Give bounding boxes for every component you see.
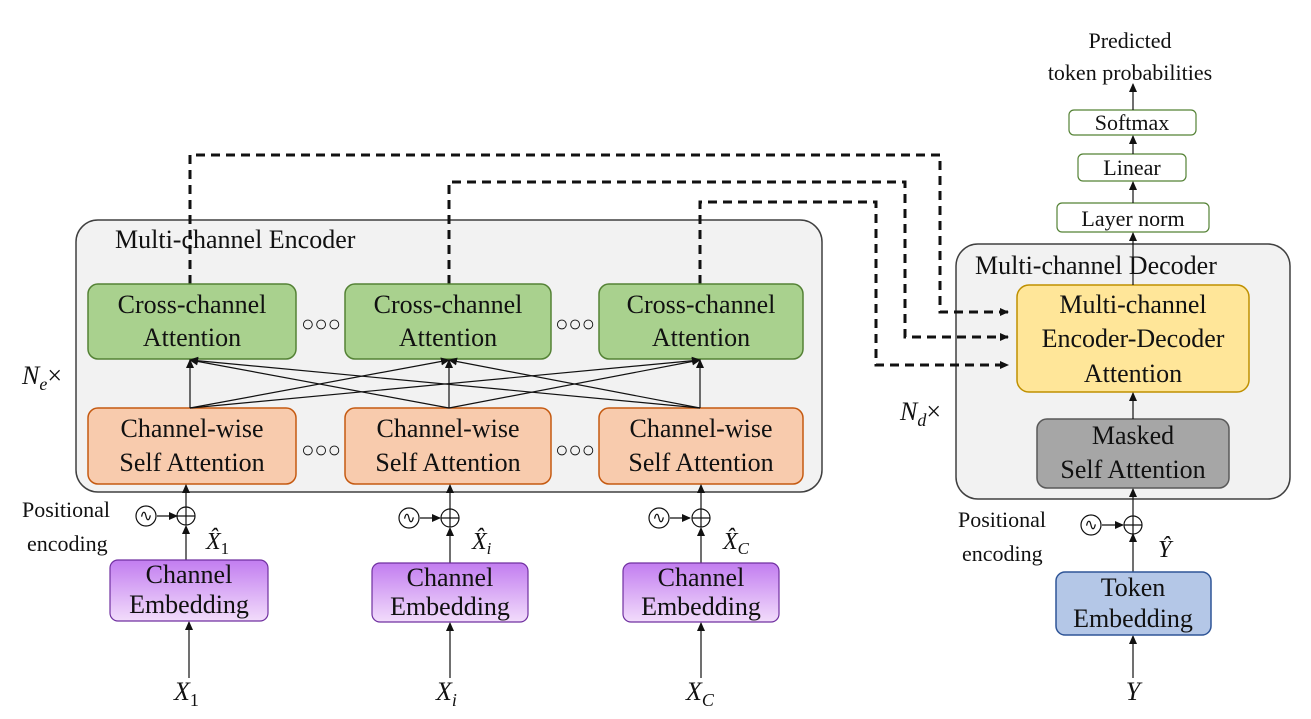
self-attention-label-1b: Self Attention	[119, 448, 264, 477]
channel-embedding-box-1: Channel Embedding	[109, 559, 269, 622]
decoder-repeat-n: Nd×	[899, 397, 941, 430]
decoder-positional-label-line2: encoding	[962, 541, 1043, 566]
channel-embedding-label-1a: Channel	[146, 560, 233, 589]
self-attention-box-1: Channel-wise Self Attention	[87, 407, 297, 485]
sine-icon-3: ∿	[652, 510, 665, 527]
cross-attention-label-3a: Cross-channel	[627, 290, 776, 319]
self-attention-label-3b: Self Attention	[628, 448, 773, 477]
decoder-title: Multi-channel Decoder	[975, 251, 1217, 280]
decoder-positional-label-line1: Positional	[958, 507, 1046, 532]
encdec-label-1: Multi-channel	[1059, 290, 1206, 319]
encoder-input-arrows	[182, 484, 705, 678]
positional-label-line2: encoding	[27, 531, 108, 556]
positional-encoding-3: ∿	[648, 507, 711, 529]
channel-embedding-box-3: Channel Embedding	[622, 562, 780, 623]
self-attention-label-2b: Self Attention	[375, 448, 520, 477]
channel-embedding-label-3a: Channel	[658, 563, 745, 592]
token-embedding-box: Token Embedding	[1055, 571, 1212, 636]
channel-embedding-box-2: Channel Embedding	[371, 562, 529, 623]
encdec-attention-box: Multi-channel Encoder-Decoder Attention	[1016, 284, 1250, 393]
positional-label-line1: Positional	[22, 497, 110, 522]
self-attention-label-2a: Channel-wise	[377, 414, 520, 443]
embedded-y-label: Ŷ	[1158, 537, 1174, 563]
layer-norm-box: Layer norm	[1056, 202, 1210, 233]
token-embedding-label-2: Embedding	[1073, 604, 1193, 633]
input-y-label: Y	[1126, 677, 1143, 706]
channel-embedding-label-1b: Embedding	[129, 590, 249, 619]
channel-embedding-label-2a: Channel	[407, 563, 494, 592]
cross-attention-label-2a: Cross-channel	[374, 290, 523, 319]
softmax-label: Softmax	[1095, 110, 1170, 135]
dashed-connection-3	[698, 200, 1009, 369]
cross-attention-label-1b: Attention	[143, 323, 241, 352]
attention-cross-connections	[186, 356, 704, 409]
embedded-xi-label: X̂i	[471, 528, 492, 558]
self-attention-box-2: Channel-wise Self Attention	[344, 407, 552, 485]
self-attention-box-3: Channel-wise Self Attention	[598, 407, 804, 485]
self-attention-label-3a: Channel-wise	[630, 414, 773, 443]
encdec-label-3: Attention	[1084, 359, 1182, 388]
cross-attention-box-1: Cross-channel Attention	[87, 283, 297, 360]
encoder-to-decoder-connections	[188, 153, 1009, 369]
linear-label: Linear	[1103, 155, 1161, 180]
dashed-connection-2	[447, 180, 1009, 341]
sine-icon-decoder: ∿	[1084, 517, 1097, 534]
channel-embedding-label-2b: Embedding	[390, 592, 510, 621]
cross-attention-label-1a: Cross-channel	[118, 290, 267, 319]
cross-attention-box-3: Cross-channel Attention	[598, 283, 804, 360]
self-attention-label-1a: Channel-wise	[121, 414, 264, 443]
encoder-repeat-n: Ne×	[21, 361, 62, 394]
ellipsis-self-2: ○○○	[555, 437, 595, 462]
masked-self-attention-box: Masked Self Attention	[1036, 418, 1230, 489]
softmax-box: Softmax	[1068, 109, 1197, 136]
cross-attention-box-2: Cross-channel Attention	[344, 283, 552, 360]
ellipsis-self-1: ○○○	[301, 437, 341, 462]
ellipsis-cross-2: ○○○	[555, 311, 595, 336]
cross-attention-label-3b: Attention	[652, 323, 750, 352]
sine-icon-1: ∿	[139, 508, 152, 525]
masked-label-1: Masked	[1092, 421, 1174, 450]
embedded-x1-label: X̂1	[205, 528, 229, 558]
token-embedding-label-1: Token	[1101, 573, 1166, 602]
positional-encoding-2: ∿	[398, 507, 460, 529]
input-xc-label: XC	[685, 677, 715, 710]
linear-box: Linear	[1077, 153, 1187, 182]
decoder-positional-encoding: ∿	[1080, 514, 1143, 536]
sine-icon-2: ∿	[402, 510, 415, 527]
dashed-connection-1	[188, 153, 1009, 316]
cross-attention-label-2b: Attention	[399, 323, 497, 352]
ellipsis-cross-1: ○○○	[301, 311, 341, 336]
embedded-xc-label: X̂C	[722, 528, 750, 558]
output-label-line2: token probabilities	[1048, 60, 1212, 85]
encdec-label-2: Encoder-Decoder	[1042, 324, 1225, 353]
input-x1-label: X1	[173, 677, 199, 710]
encoder-title: Multi-channel Encoder	[115, 225, 356, 254]
input-xi-label: Xi	[435, 677, 457, 710]
positional-encoding-1: ∿	[135, 505, 196, 527]
channel-embedding-label-3b: Embedding	[641, 592, 761, 621]
layer-norm-label: Layer norm	[1081, 206, 1184, 231]
output-label-line1: Predicted	[1088, 28, 1171, 53]
masked-label-2: Self Attention	[1060, 455, 1205, 484]
